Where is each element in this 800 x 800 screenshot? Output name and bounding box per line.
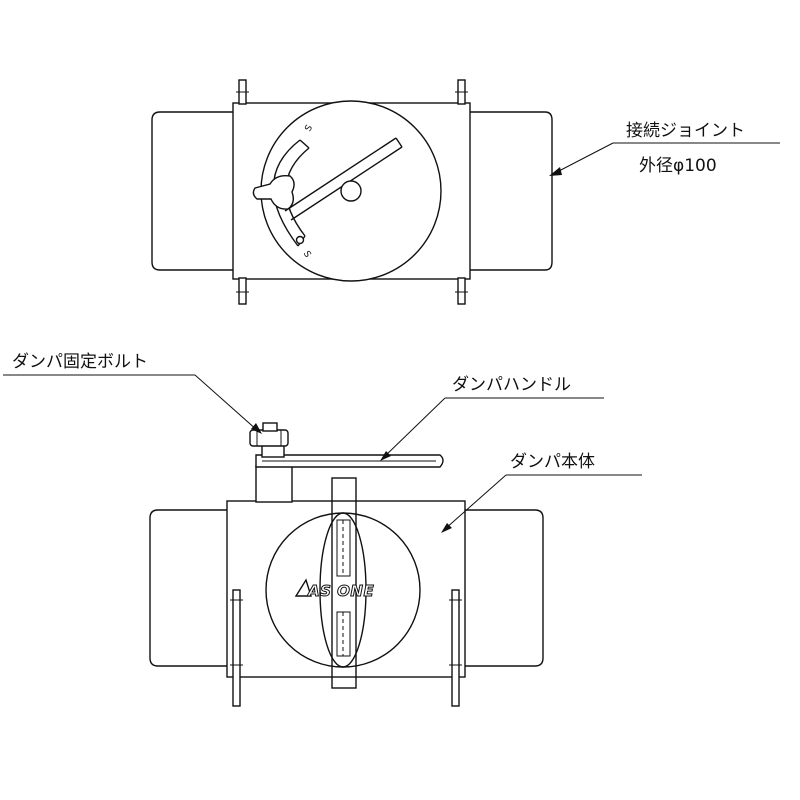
side-legs — [230, 589, 462, 707]
dial-mark-top: S — [304, 123, 316, 133]
handle-label: ダンパハンドル — [452, 375, 571, 395]
joint-diameter-label: 外径φ100 — [639, 156, 717, 176]
as-one-logo: AS ONE — [294, 578, 374, 601]
top-wing-knob — [252, 174, 295, 210]
damper-blade — [319, 512, 367, 668]
body-label: ダンパ本体 — [510, 452, 595, 472]
logo-text: AS ONE — [307, 582, 374, 600]
dial-mark-bottom: S — [301, 250, 313, 260]
fixing-bolt-label: ダンパ固定ボルト — [12, 352, 148, 372]
top-corner-posts — [236, 79, 468, 305]
side-view: AS ONE — [149, 422, 544, 707]
top-center-hub — [340, 180, 362, 202]
side-left-pipe — [149, 509, 227, 667]
leader-lines — [3, 142, 780, 533]
side-right-pipe — [465, 509, 544, 667]
fixing-bolt — [249, 422, 289, 458]
top-left-pipe — [151, 111, 233, 271]
damper-shaft — [331, 477, 357, 689]
top-right-pipe — [470, 111, 553, 271]
joint-label: 接続ジョイント — [626, 121, 745, 141]
bolt-mounting-block — [255, 465, 293, 503]
top-view: S S — [151, 79, 553, 305]
